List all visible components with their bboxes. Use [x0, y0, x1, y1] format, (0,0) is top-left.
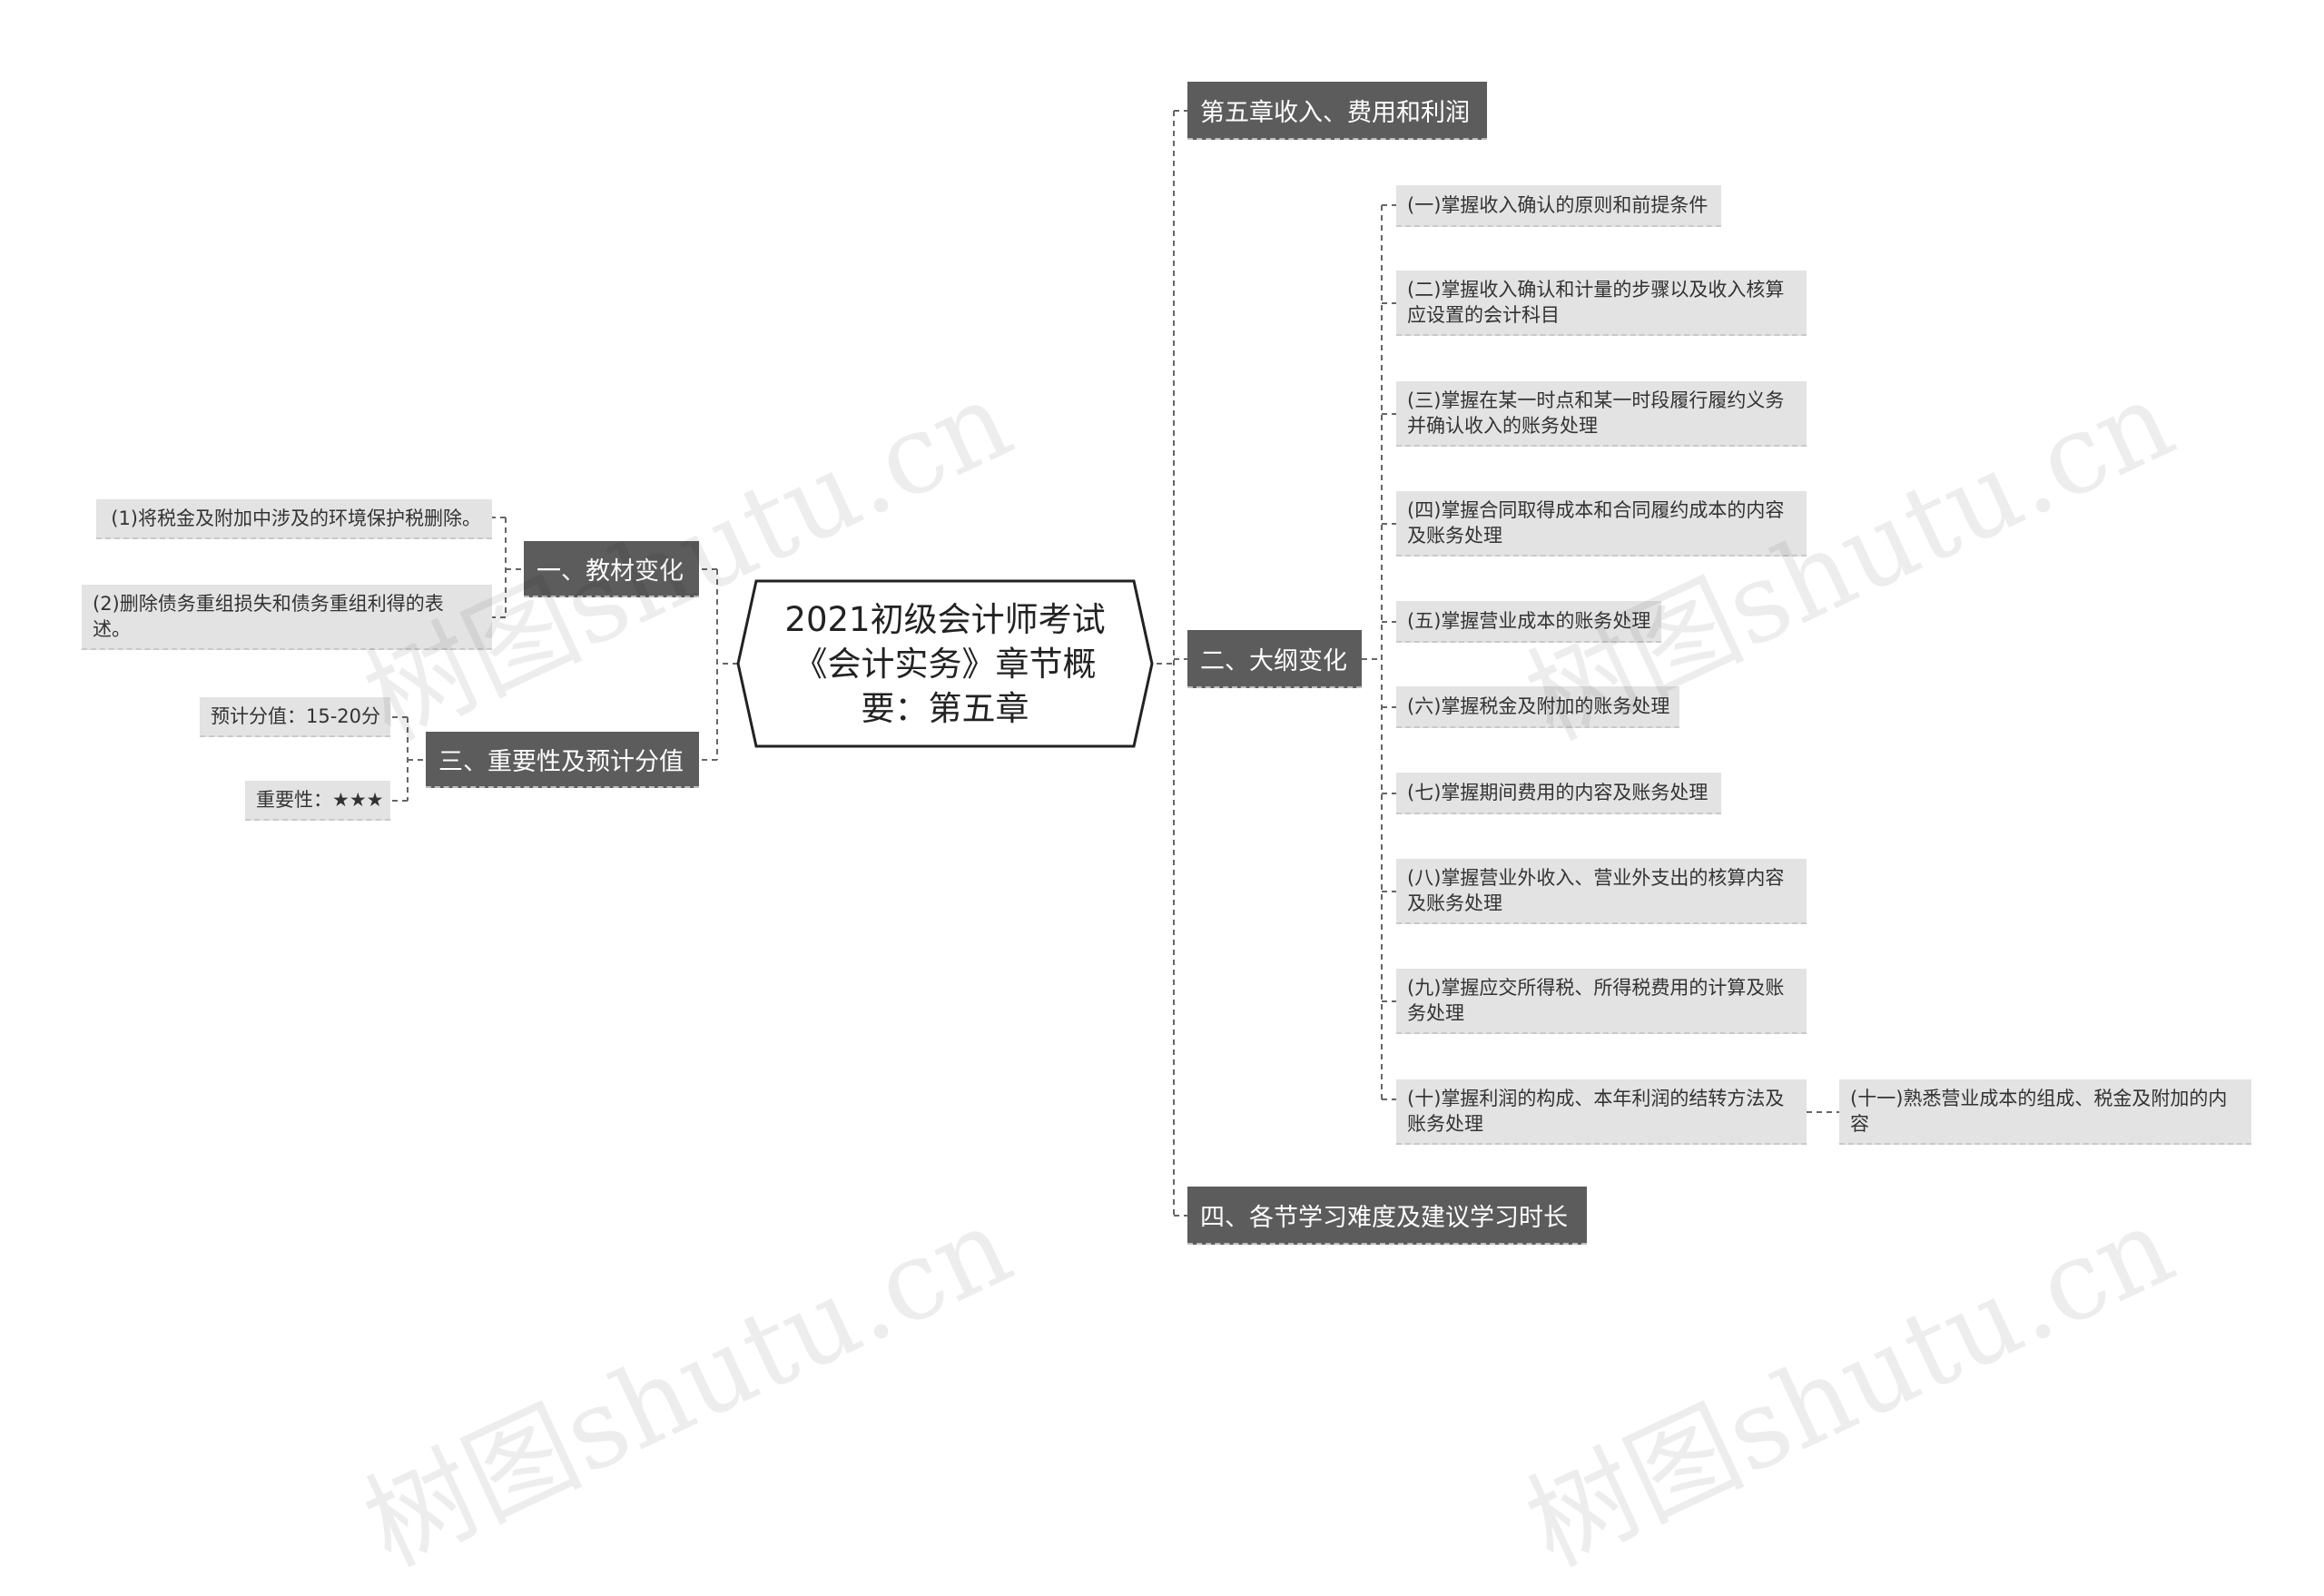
outline-item[interactable]: (六)掌握税金及附加的账务处理	[1396, 686, 1679, 728]
outline-item[interactable]: (七)掌握期间费用的内容及账务处理	[1396, 773, 1721, 814]
connector-lines	[390, 110, 1839, 1217]
outline-item[interactable]: (五)掌握营业成本的账务处理	[1396, 601, 1661, 643]
outline-item[interactable]: (八)掌握营业外收入、营业外支出的核算内容及账务处理	[1396, 859, 1807, 924]
central-topic[interactable]: 2021初级会计师考试《会计实务》章节概要：第五章	[738, 581, 1152, 746]
importance-item[interactable]: 重要性：★★★	[245, 781, 390, 821]
branch-study-difficulty[interactable]: 四、各节学习难度及建议学习时长	[1187, 1187, 1587, 1245]
outline-sub-item[interactable]: (十一)熟悉营业成本的组成、税金及附加的内容	[1839, 1079, 2251, 1145]
mind-map: 2021初级会计师考试《会计实务》章节概要：第五章 第五章收入、费用和利润 二、…	[82, 82, 2251, 1591]
outline-item[interactable]: (十)掌握利润的构成、本年利润的结转方法及账务处理	[1396, 1079, 1807, 1145]
outline-item[interactable]: (九)掌握应交所得税、所得税费用的计算及账务处理	[1396, 969, 1807, 1034]
outline-item[interactable]: (三)掌握在某一时点和某一时段履行履约义务并确认收入的账务处理	[1396, 381, 1807, 447]
textbook-item[interactable]: (2)删除债务重组损失和债务重组利得的表述。	[82, 585, 492, 650]
central-topic-text: 2021初级会计师考试《会计实务》章节概要：第五章	[784, 599, 1106, 728]
central-node-shape	[736, 579, 1154, 748]
outline-item[interactable]: (二)掌握收入确认和计量的步骤以及收入核算应设置的会计科目	[1396, 271, 1807, 336]
textbook-item[interactable]: (1)将税金及附加中涉及的环境保护税删除。	[96, 499, 492, 539]
branch-outline-changes[interactable]: 二、大纲变化	[1187, 630, 1362, 688]
branch-textbook-changes[interactable]: 一、教材变化	[524, 541, 699, 597]
importance-item[interactable]: 预计分值：15-20分	[200, 697, 390, 737]
branch-importance[interactable]: 三、重要性及预计分值	[426, 732, 699, 788]
branch-chapter-title[interactable]: 第五章收入、费用和利润	[1187, 82, 1487, 140]
outline-item[interactable]: (一)掌握收入确认的原则和前提条件	[1396, 185, 1721, 227]
outline-item[interactable]: (四)掌握合同取得成本和合同履约成本的内容及账务处理	[1396, 491, 1807, 557]
